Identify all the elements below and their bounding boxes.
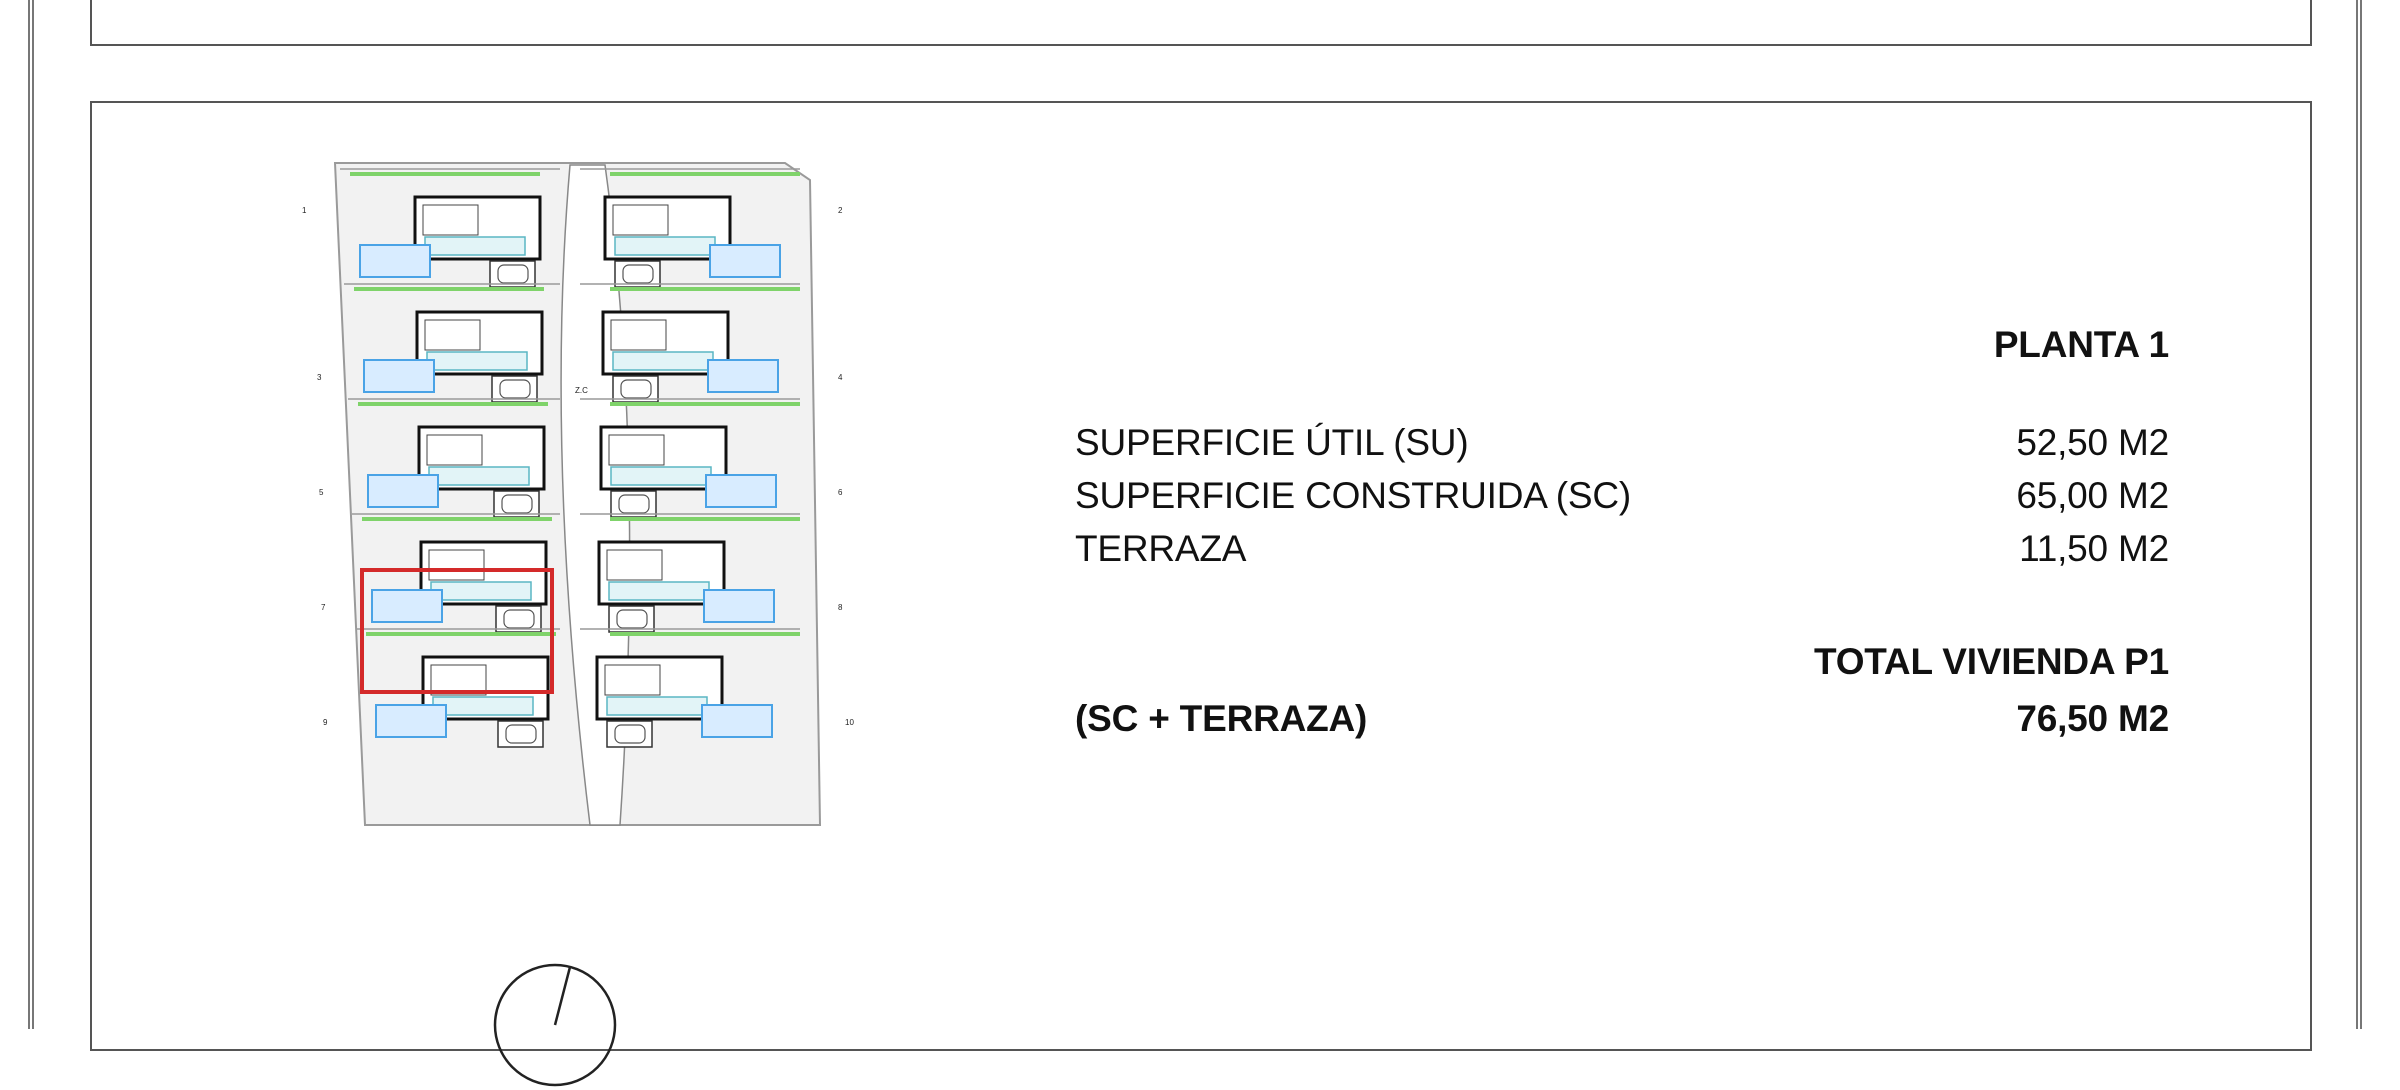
house-terrace bbox=[430, 581, 532, 601]
lot-number: 6 bbox=[838, 488, 843, 497]
house-interior bbox=[422, 204, 479, 236]
garden-strip bbox=[610, 287, 800, 291]
pool bbox=[705, 474, 777, 508]
lot-number: 10 bbox=[845, 718, 854, 727]
pool bbox=[703, 589, 775, 623]
lot-number: 5 bbox=[319, 488, 324, 497]
lot-number: 9 bbox=[323, 718, 328, 727]
area-label-terrace: TERRAZA bbox=[1075, 528, 1247, 569]
site-plan: 1 2 3 4 5 6 7 8 9 10 Z.C bbox=[290, 155, 854, 835]
house-interior bbox=[430, 664, 487, 696]
street-label: Z.C bbox=[575, 386, 588, 395]
area-value-built: 65,00 M2 bbox=[2016, 475, 2169, 516]
parking-car bbox=[616, 609, 648, 629]
total-label: (SC + TERRAZA) bbox=[1075, 698, 1368, 739]
garden-strip bbox=[610, 632, 800, 636]
house-terrace bbox=[428, 466, 530, 486]
area-value-terrace: 11,50 M2 bbox=[2019, 528, 2169, 569]
parking-car bbox=[614, 724, 646, 744]
house-interior bbox=[426, 434, 483, 466]
lot-number: 7 bbox=[321, 603, 326, 612]
page-edge-left bbox=[28, 0, 34, 1029]
house-terrace bbox=[614, 236, 716, 256]
lot-6 bbox=[580, 398, 800, 518]
house-interior bbox=[612, 204, 669, 236]
total-value: 76,50 M2 bbox=[2016, 698, 2169, 739]
pool bbox=[709, 244, 781, 278]
north-arrow bbox=[490, 960, 620, 1090]
house-interior bbox=[610, 319, 667, 351]
floor-title: PLANTA 1 bbox=[1993, 324, 2169, 365]
total-title: TOTAL VIVIENDA P1 bbox=[1813, 641, 2169, 682]
parking-car bbox=[497, 264, 529, 284]
lot-4 bbox=[580, 283, 800, 403]
lot-3 bbox=[344, 283, 560, 403]
lot-8 bbox=[580, 513, 800, 633]
garden-strip bbox=[366, 632, 556, 636]
parking-car bbox=[505, 724, 537, 744]
lot-number: 1 bbox=[302, 206, 307, 215]
house-terrace bbox=[610, 466, 712, 486]
garden-strip bbox=[610, 172, 800, 176]
house-terrace bbox=[432, 696, 534, 716]
house-interior bbox=[604, 664, 661, 696]
north-arrow-circle bbox=[493, 963, 617, 1087]
page-edge-right bbox=[2356, 0, 2362, 1029]
parking-car bbox=[618, 494, 650, 514]
lot-10 bbox=[580, 628, 800, 748]
lot-7 bbox=[352, 513, 560, 633]
house-interior bbox=[606, 549, 663, 581]
house-terrace bbox=[424, 236, 526, 256]
highlighted-lot-outline bbox=[360, 568, 554, 694]
lot-number: 8 bbox=[838, 603, 843, 612]
lot-number: 3 bbox=[317, 373, 322, 382]
house-terrace bbox=[608, 581, 710, 601]
pool bbox=[375, 704, 447, 738]
area-label-built: SUPERFICIE CONSTRUIDA (SC) bbox=[1075, 475, 1632, 516]
lot-5 bbox=[348, 398, 560, 518]
parking-car bbox=[503, 609, 535, 629]
pool bbox=[367, 474, 439, 508]
garden-strip bbox=[610, 517, 800, 521]
lot-9 bbox=[356, 628, 560, 748]
lot-number: 4 bbox=[838, 373, 843, 382]
garden-strip bbox=[362, 517, 552, 521]
garden-strip bbox=[350, 172, 540, 176]
north-arrow-needle bbox=[553, 966, 572, 1026]
lot-2 bbox=[580, 168, 800, 288]
garden-strip bbox=[354, 287, 544, 291]
area-label-useful: SUPERFICIE ÚTIL (SU) bbox=[1075, 422, 1469, 463]
garden-strip bbox=[610, 402, 800, 406]
pool bbox=[707, 359, 779, 393]
garden-strip bbox=[358, 402, 548, 406]
pool bbox=[371, 589, 443, 623]
lot-1 bbox=[340, 168, 560, 288]
pool bbox=[701, 704, 773, 738]
parking-car bbox=[620, 379, 652, 399]
house-interior bbox=[424, 319, 481, 351]
parking-car bbox=[501, 494, 533, 514]
pool bbox=[363, 359, 435, 393]
house-terrace bbox=[426, 351, 528, 371]
house-terrace bbox=[612, 351, 714, 371]
area-value-useful: 52,50 M2 bbox=[2016, 422, 2169, 463]
pool bbox=[359, 244, 431, 278]
house-interior bbox=[428, 549, 485, 581]
parking-car bbox=[499, 379, 531, 399]
parking-car bbox=[622, 264, 654, 284]
lot-number: 2 bbox=[838, 206, 843, 215]
top-frame bbox=[90, 0, 2312, 46]
house-terrace bbox=[606, 696, 708, 716]
house-interior bbox=[608, 434, 665, 466]
